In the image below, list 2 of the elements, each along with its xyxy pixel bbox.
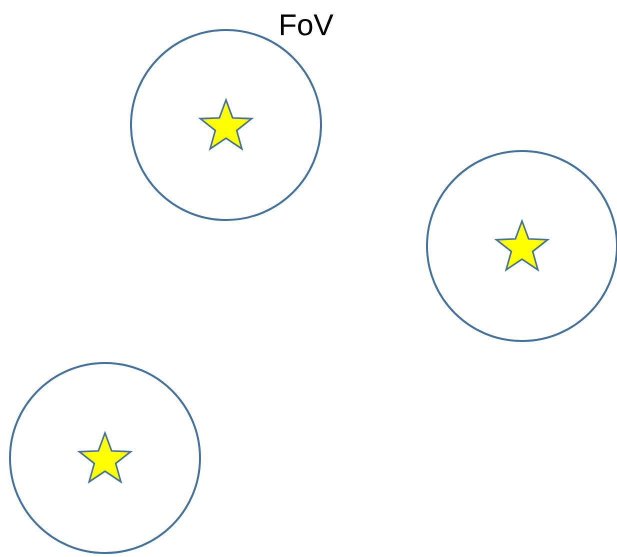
circle <box>9 362 201 554</box>
label: FoV <box>280 14 334 36</box>
